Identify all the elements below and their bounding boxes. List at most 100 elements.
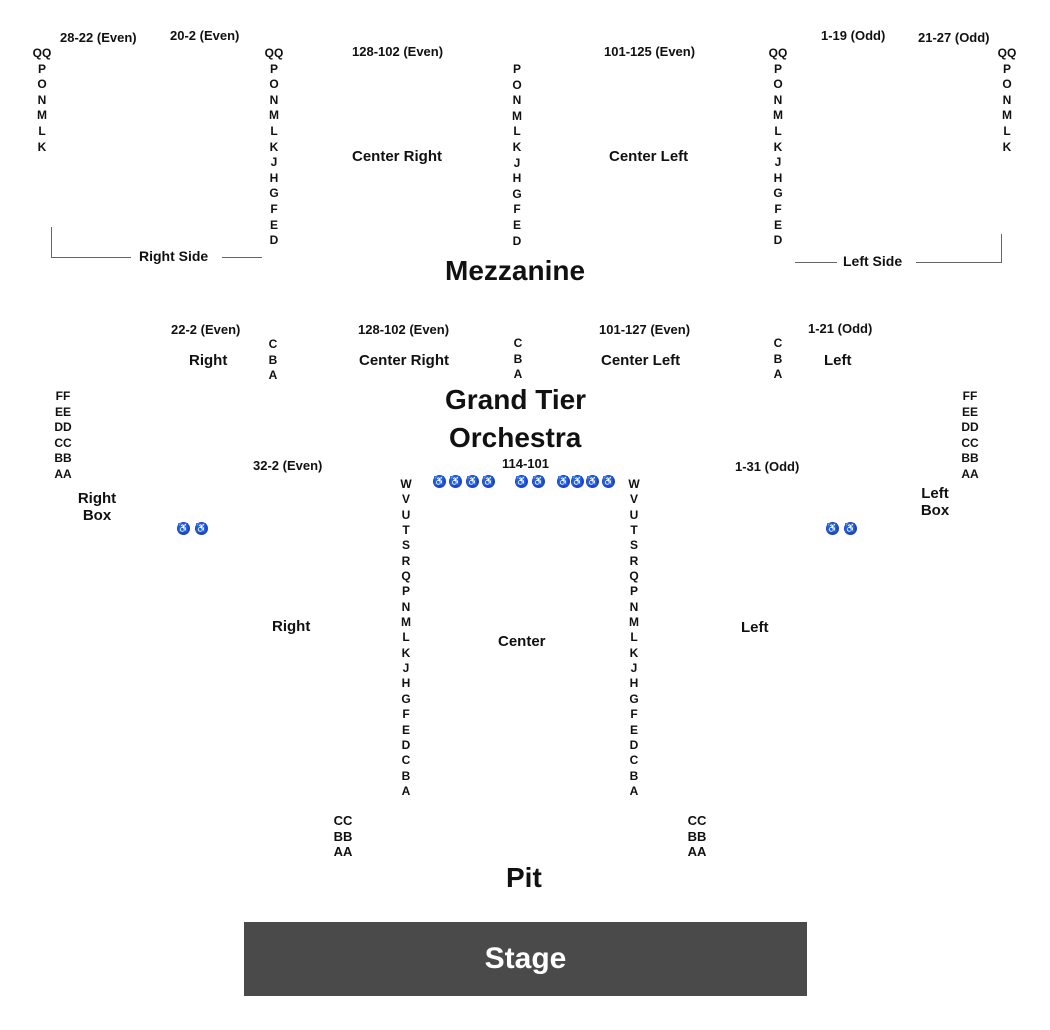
row-label: P <box>269 61 278 76</box>
row-label: M <box>401 615 411 630</box>
wheelchair-icon: ♿ <box>571 475 584 488</box>
row-label: FF <box>962 389 978 403</box>
row-label: C <box>513 336 523 350</box>
left-box-label: Left Box <box>914 485 956 519</box>
row-label: K <box>773 139 783 154</box>
row-label: F <box>513 202 521 217</box>
wheelchair-icon: ♿ <box>515 475 528 488</box>
row-label: C <box>401 753 411 768</box>
row-label: B <box>629 768 639 783</box>
row-label: G <box>269 186 279 201</box>
right-side-bracket-vertical <box>51 227 52 258</box>
row-label: E <box>269 217 278 232</box>
wheelchair-icon: ♿ <box>602 475 615 488</box>
pit-title: Pit <box>506 862 542 893</box>
mezz-range-left-outer: 21-27 (Odd) <box>918 30 990 45</box>
row-label: M <box>629 615 639 630</box>
row-label: N <box>512 93 522 108</box>
row-label: DD <box>961 420 979 435</box>
row-label: Q <box>401 569 411 584</box>
row-label: T <box>630 523 638 538</box>
mezz-section-center-right: Center Right <box>352 148 442 165</box>
wheelchair-icon: ♿ <box>466 475 479 488</box>
row-label: CC <box>961 435 979 450</box>
row-label: B <box>773 351 783 366</box>
gt-range-center-right: 128-102 (Even) <box>358 322 450 337</box>
mezz-range-right-inner: 20-2 (Even) <box>170 28 240 43</box>
gt-range-center-left: 101-127 (Even) <box>599 322 691 337</box>
mezzanine-title: Mezzanine <box>445 255 586 286</box>
row-label: P <box>629 584 638 599</box>
row-label: T <box>402 523 410 538</box>
row-label: P <box>37 61 46 76</box>
row-label: FF <box>55 389 71 403</box>
row-label: N <box>773 92 783 107</box>
row-label: B <box>268 352 278 367</box>
row-label: W <box>628 477 640 491</box>
row-label: D <box>773 233 783 248</box>
row-label: QQ <box>32 46 52 60</box>
row-label: L <box>513 124 521 139</box>
row-label: A <box>401 783 411 798</box>
row-label: G <box>512 186 522 201</box>
orch-section-right: Right <box>272 618 311 635</box>
row-label: K <box>269 139 279 154</box>
gt-section-left: Left <box>824 352 852 369</box>
row-label: E <box>401 722 410 737</box>
wheelchair-icon: ♿ <box>177 522 190 535</box>
mezz-section-center-left: Center Left <box>609 148 689 165</box>
right-box-label-line1: Right <box>77 490 117 507</box>
row-label: A <box>773 367 783 382</box>
mezz-range-left-inner: 1-19 (Odd) <box>821 28 886 43</box>
row-label: P <box>512 62 521 76</box>
orch-section-left: Left <box>741 619 769 636</box>
row-label: G <box>629 691 639 706</box>
row-label: C <box>629 753 639 768</box>
mezz-range-right-outer: 28-22 (Even) <box>60 30 137 45</box>
row-label: H <box>773 170 783 185</box>
wheelchair-icon: ♿ <box>532 475 545 488</box>
row-label: N <box>269 92 279 107</box>
row-label: N <box>629 599 639 614</box>
row-label: M <box>37 108 47 123</box>
row-label: L <box>630 630 638 645</box>
gt-section-right: Right <box>189 352 228 369</box>
left-side-bracket-vertical <box>1001 234 1002 263</box>
row-label: N <box>1002 92 1012 107</box>
mezz-section-right-side: Right Side <box>139 248 209 264</box>
row-label: BB <box>687 828 707 844</box>
row-label: K <box>629 645 639 660</box>
orch-range-center: 114-101 <box>502 456 549 471</box>
row-label: A <box>268 368 278 383</box>
row-label: AA <box>961 466 979 481</box>
row-label: DD <box>54 420 72 435</box>
left-box-label-line2: Box <box>920 502 950 519</box>
orchestra-title: Orchestra <box>449 422 582 453</box>
row-label: AA <box>687 844 707 860</box>
mezz-section-left-side: Left Side <box>843 253 903 269</box>
row-label: J <box>774 155 782 170</box>
row-label: A <box>513 367 523 382</box>
row-label: U <box>629 507 639 522</box>
row-label: L <box>774 123 782 138</box>
row-label: BB <box>333 828 353 844</box>
row-label: V <box>401 492 410 507</box>
row-label: B <box>401 768 411 783</box>
row-label: EE <box>961 404 978 419</box>
gt-range-left: 1-21 (Odd) <box>808 321 873 336</box>
row-label: C <box>773 336 783 350</box>
left-side-bracket-horizontal-b <box>916 262 1002 263</box>
right-box-label: Right Box <box>73 490 121 524</box>
wheelchair-icon: ♿ <box>844 522 857 535</box>
row-label: B <box>513 351 523 366</box>
row-label: F <box>630 707 638 722</box>
row-label: V <box>629 492 638 507</box>
